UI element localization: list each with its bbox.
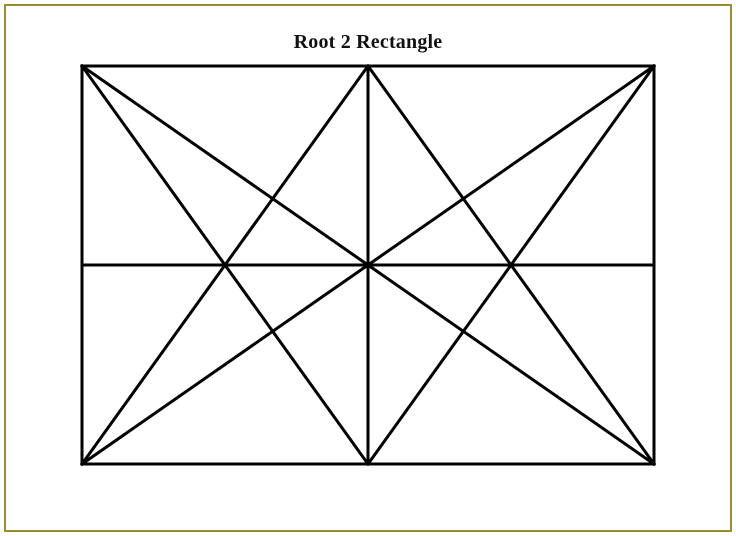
geometry-line-group [79, 63, 657, 467]
page-title: Root 2 Rectangle [293, 31, 443, 53]
diagonal-tr-bl [79, 63, 657, 467]
half-diagonal-br-tc [365, 63, 657, 467]
half-diagonal-bl-tc [79, 63, 371, 467]
